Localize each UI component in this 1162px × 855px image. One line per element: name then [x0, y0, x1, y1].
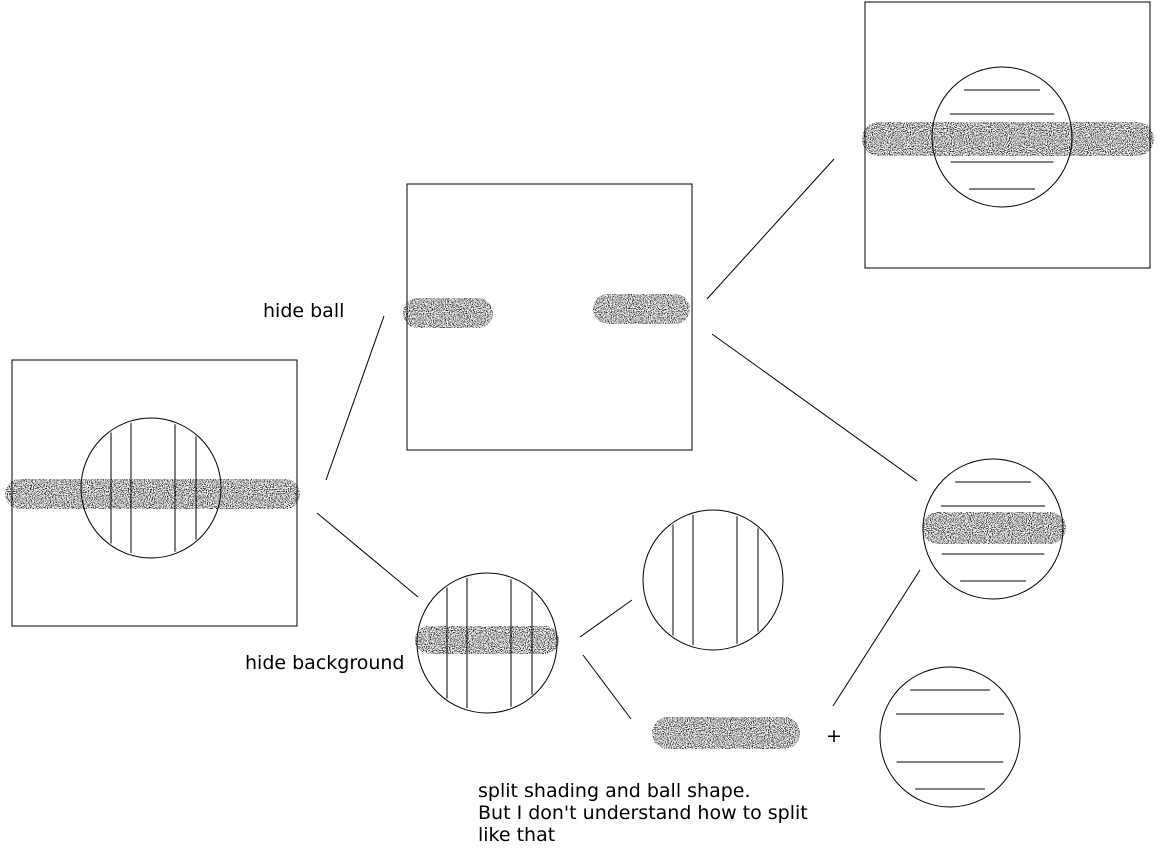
- connector: [832, 569, 921, 707]
- rotated-ball: [879, 666, 1021, 808]
- hide-background-label: hide background: [245, 652, 405, 674]
- shading-band: [922, 512, 1066, 544]
- shading-band: [862, 122, 1154, 156]
- shading-band-left: [403, 298, 493, 328]
- connector: [325, 315, 385, 481]
- plus-sign: +: [826, 725, 842, 747]
- connector: [582, 654, 632, 720]
- shading-strip: [652, 717, 800, 749]
- shading-band: [5, 479, 300, 509]
- shading-band-right: [593, 294, 690, 324]
- hide-ball-label: hide ball: [263, 300, 345, 322]
- connector: [316, 512, 419, 598]
- connector: [706, 158, 835, 300]
- connector: [579, 599, 633, 638]
- split-note: split shading and ball shape. But I don'…: [478, 780, 808, 846]
- connector: [711, 333, 918, 482]
- shading-band: [415, 626, 559, 654]
- ball-shape: [642, 509, 784, 651]
